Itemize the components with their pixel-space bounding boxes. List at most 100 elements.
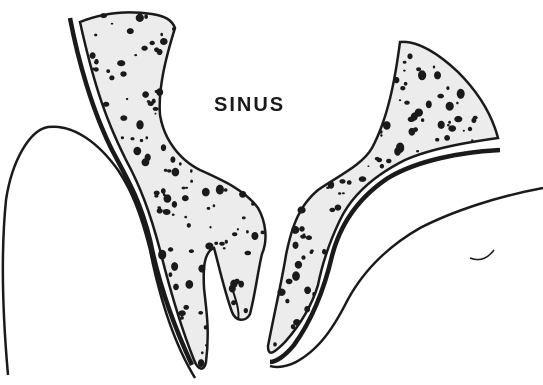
trabecula-dot [251, 202, 255, 206]
trabecula-dot [291, 226, 299, 234]
trabecula-dot [437, 94, 444, 99]
trabecula-dot [213, 204, 216, 207]
trabecula-dot [380, 134, 382, 137]
trabecula-dot [237, 228, 239, 230]
trabecula-dot [304, 287, 311, 295]
trabecula-dot [293, 242, 299, 249]
trabecula-dot [416, 67, 421, 71]
trabecula-dot [342, 192, 345, 194]
trabecula-dot [120, 115, 127, 121]
trabecula-dot [457, 89, 465, 99]
trabecula-dot [322, 249, 326, 255]
trabecula-dot [171, 262, 178, 271]
trabecula-dot [184, 216, 187, 219]
trabecula-dot [189, 249, 194, 253]
trabecula-dot [204, 325, 207, 329]
trabecula-dot [172, 214, 175, 216]
trabecula-dot [286, 279, 293, 285]
trabecula-dot [154, 191, 160, 196]
trabecula-dot [141, 46, 147, 51]
trabecula-dot [421, 118, 424, 122]
trabecula-dot [180, 316, 184, 320]
trabecula-dot [117, 60, 125, 66]
trabecula-dot [158, 250, 166, 260]
trabecula-dot [198, 311, 203, 315]
trabecula-dot [167, 169, 171, 172]
trabecula-dot [448, 121, 451, 124]
trabecula-dot [446, 86, 449, 90]
trabecula-dot [121, 136, 124, 139]
trabecula-dot [239, 191, 246, 198]
trabecula-dot [150, 41, 155, 45]
trabecula-dot [169, 272, 173, 277]
trabecula-dot [106, 69, 110, 73]
trabecula-dot [209, 226, 211, 229]
trabecula-dot [394, 77, 400, 83]
trabecula-dot [301, 255, 305, 259]
trabecula-dot [207, 207, 211, 210]
trabecula-dot [182, 187, 186, 190]
trabecula-dot [244, 308, 248, 313]
trabecula-dot [292, 271, 300, 281]
trabecula-dot [170, 156, 175, 162]
trabecula-dot [156, 88, 163, 96]
trabecula-dot [399, 99, 401, 101]
trabecula-dot [310, 251, 314, 254]
trabecula-dot [411, 112, 418, 118]
trabecula-dot [285, 299, 289, 304]
trabecula-dot [182, 195, 189, 201]
trabecula-dot [142, 91, 149, 98]
trabecula-dot [187, 223, 191, 228]
trabecula-dot [380, 164, 384, 169]
trabecula-dot [403, 70, 406, 72]
trabecula-dot [380, 130, 383, 134]
trabecula-dot [438, 121, 445, 129]
trabecula-dot [103, 102, 109, 107]
trabecula-dot [214, 242, 218, 245]
trabecula-dot [359, 176, 367, 182]
trabecula-dot [304, 306, 310, 313]
trabecula-dot [304, 235, 306, 237]
trabecula-dot [148, 101, 154, 106]
trabecula-dot [298, 206, 306, 213]
trabecula-dot [172, 27, 176, 31]
trabecula-dot [386, 159, 391, 164]
trabecula-dot [447, 124, 450, 126]
trabecula-dot [426, 101, 432, 109]
trabecula-dot [223, 247, 226, 249]
trabecula-dot [347, 180, 352, 185]
right-bone-wall [268, 42, 498, 353]
trabecula-dot [164, 169, 168, 172]
trabecula-dot [127, 28, 134, 34]
trabecula-dot [435, 138, 439, 142]
trabecula-dot [400, 86, 405, 90]
trabecula-dot [185, 280, 193, 289]
trabecula-dot [394, 147, 401, 156]
trabecula-dot [157, 206, 161, 209]
trabecula-dot [434, 71, 441, 79]
trabecula-dot [375, 157, 380, 161]
trabecula-dot [94, 61, 97, 64]
trabecula-dot [444, 135, 450, 141]
trabecula-dot [136, 120, 143, 129]
trabecula-dot [456, 102, 458, 105]
trabecula-dot [312, 292, 315, 296]
trabecula-dot [224, 188, 228, 192]
trabecula-dot [205, 344, 208, 346]
trabecula-dot [383, 121, 391, 130]
trabecula-dot [134, 54, 137, 56]
trabecula-dot [146, 136, 149, 139]
trabecula-dot [164, 194, 172, 202]
trabecula-dot [295, 261, 302, 269]
trabecula-dot [109, 75, 114, 80]
trabecula-dot [251, 232, 258, 240]
trabecula-dot [261, 231, 265, 235]
trabecula-dot [178, 310, 185, 316]
trabecula-dot [198, 265, 205, 273]
trabecula-dot [216, 185, 224, 195]
trabecula-dot [339, 179, 345, 184]
trabecula-dot [172, 168, 180, 177]
trabecula-dot [306, 235, 312, 240]
